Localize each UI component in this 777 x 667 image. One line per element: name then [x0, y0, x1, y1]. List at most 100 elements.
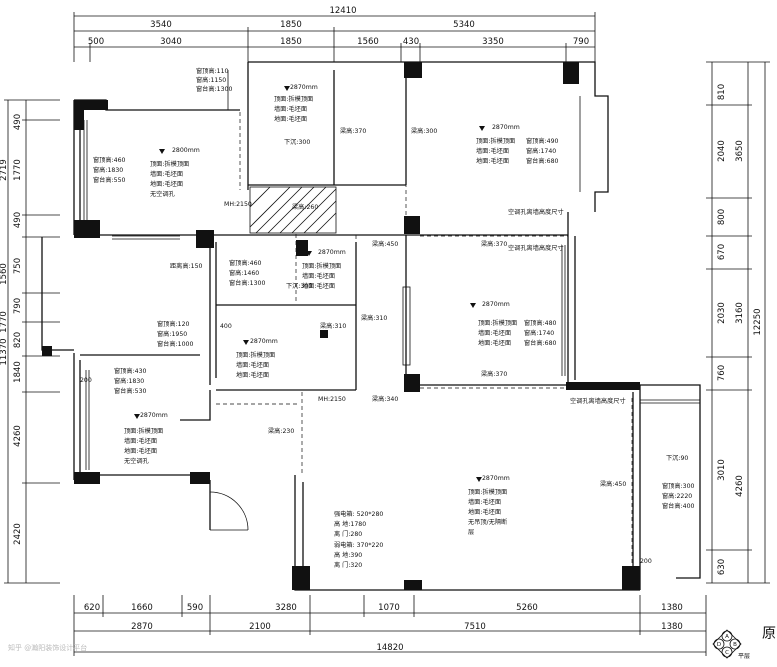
door [209, 286, 411, 531]
column [292, 566, 310, 590]
dim-left-b: 2719 [0, 159, 9, 181]
dim-top-r2-d: 1560 [357, 37, 379, 47]
sw-fin-2: 墙面:毛坯面 [124, 437, 157, 445]
column [563, 62, 579, 84]
living-fin-5: 层 [468, 529, 474, 536]
column [74, 220, 100, 238]
dim-right-f: 760 [717, 365, 727, 381]
tl-window-3: 窗台高:1300 [196, 85, 232, 93]
nw-fin-4: 无空调孔 [150, 190, 175, 198]
weak-box-3: 离 门:320 [334, 561, 362, 569]
dim-bot-r1-d: 3280 [275, 603, 297, 613]
dim-left-total: 11370 [0, 338, 9, 365]
dim-bot-r1-e: 1070 [378, 603, 400, 613]
dim-left-i: 820 [13, 332, 23, 348]
dim-right-c: 800 [717, 209, 727, 225]
bath-fin-1: 顶面:拆模顶面 [236, 351, 275, 359]
dim-right-mid-c: 4260 [735, 475, 745, 497]
dim-top-r2-b: 3040 [160, 37, 182, 47]
bath-fin-3: 地面:毛坯面 [236, 371, 269, 379]
top-dimensions: 12410 3540 1850 5340 500 3040 1850 1560 … [73, 6, 596, 62]
balcony-tag: 200 [640, 558, 652, 565]
tc-note: 下沉:300 [284, 138, 310, 146]
column [92, 100, 108, 110]
column [74, 472, 100, 484]
beam-label: 梁高:310 [361, 314, 387, 322]
dim-bot-r1-g: 1380 [661, 603, 683, 613]
column [296, 240, 308, 256]
column [404, 374, 420, 392]
column [622, 566, 640, 590]
sw-window-1: 窗顶高:430 [114, 367, 147, 375]
beam-label: 梁高:370 [340, 127, 366, 135]
sw-fin-1: 顶面:拆模顶面 [124, 427, 163, 435]
ne-height: 2870mm [492, 124, 520, 131]
em-window-3: 窗台高:680 [524, 339, 557, 347]
living-height: 2870mm [482, 475, 510, 482]
elec-box-1: 强电箱: 520*280 [334, 510, 383, 518]
living-fin-2: 墙面:毛坯面 [468, 498, 501, 506]
living-fin-1: 顶面:拆模顶面 [468, 488, 507, 496]
dim-left-a: 490 [13, 114, 23, 130]
sw-window-3: 窗台高:530 [114, 387, 147, 395]
mh-label: MH:2150 [224, 201, 252, 208]
c-window-1: 窗顶高:460 [229, 259, 262, 267]
balcony-window-2: 窗高:2220 [662, 492, 692, 500]
dim-right-total: 12250 [753, 308, 763, 335]
dim-bot-r1-b: 1660 [131, 603, 153, 613]
c-window-3: 窗台高:1300 [229, 279, 265, 287]
nw-window-2: 窗高:1830 [93, 166, 123, 174]
sw-window-2: 窗高:1830 [114, 377, 144, 385]
bath-window-3: 窗台高:1000 [157, 340, 193, 348]
dim-bot-r2-d: 1380 [661, 622, 683, 632]
em-fin-2: 墙面:毛坯面 [478, 329, 511, 337]
bath-window-2: 窗高:1950 [157, 330, 187, 338]
c-fin-2: 墙面:毛坯面 [302, 272, 335, 280]
column [42, 346, 52, 356]
nw-fin-2: 墙面:毛坯面 [150, 170, 183, 178]
dim-left-j: 1840 [13, 361, 23, 383]
column [404, 580, 422, 590]
watermark: 知乎 @瀚阳装饰设计平台 [8, 643, 87, 652]
dim-left-e: 1560 [0, 263, 9, 285]
tl-window-1: 窗顶高:110 [196, 67, 229, 75]
bath-fin-2: 墙面:毛坯面 [236, 361, 269, 369]
north-letter-d: D [717, 642, 721, 648]
tc-fin-1: 顶面:拆模顶面 [274, 95, 313, 103]
nw-height: 2800mm [172, 147, 200, 154]
dim-top-r2-c: 1850 [280, 37, 302, 47]
em-window-2: 窗高:1740 [524, 329, 554, 337]
plan-title: 原 [762, 626, 776, 642]
column [404, 216, 420, 234]
beam-lines [216, 70, 633, 566]
sw-tag: 200 [80, 377, 92, 384]
em-fin-1: 顶面:拆模顶面 [478, 319, 517, 327]
beam-label: 梁高:370 [481, 240, 507, 248]
balcony-window-3: 窗台高:400 [662, 502, 695, 510]
em-fin-3: 地面:毛坯面 [478, 339, 511, 347]
dim-left-k: 4260 [13, 425, 23, 447]
hatched-shaft [249, 186, 337, 234]
elec-box-3: 离 门:280 [334, 530, 362, 538]
dim-left-h: 790 [13, 298, 23, 314]
column [196, 230, 214, 248]
nw-fin-3: 地面:毛坯面 [150, 180, 183, 188]
sw-fin-4: 无空调孔 [124, 457, 149, 465]
dim-left-f: 750 [13, 258, 23, 274]
dim-left-l: 2420 [13, 523, 23, 545]
walls [41, 61, 701, 591]
c-note-2: 距离高:150 [170, 262, 203, 270]
tc-fin-3: 地面:毛坯面 [274, 115, 307, 123]
tl-window-2: 窗高:1150 [196, 76, 226, 84]
nw-fin-1: 顶面:拆模顶面 [150, 160, 189, 168]
plan-subtitle: 平层 [738, 653, 750, 660]
ne-window-2: 窗高:1740 [526, 147, 556, 155]
dim-top-r2-f: 3350 [482, 37, 504, 47]
left-dimensions: 490 2719 1770 490 1560 750 1770 790 820 … [0, 99, 60, 584]
ac-hole-label: 空调孔离墙高度尺寸 [570, 397, 626, 405]
sw-height: 2870mm [140, 412, 168, 419]
dim-left-d: 490 [13, 212, 23, 228]
dim-top-r1-a: 3540 [150, 20, 172, 30]
columns [42, 62, 640, 590]
beam-label: 梁高:260 [292, 203, 318, 211]
